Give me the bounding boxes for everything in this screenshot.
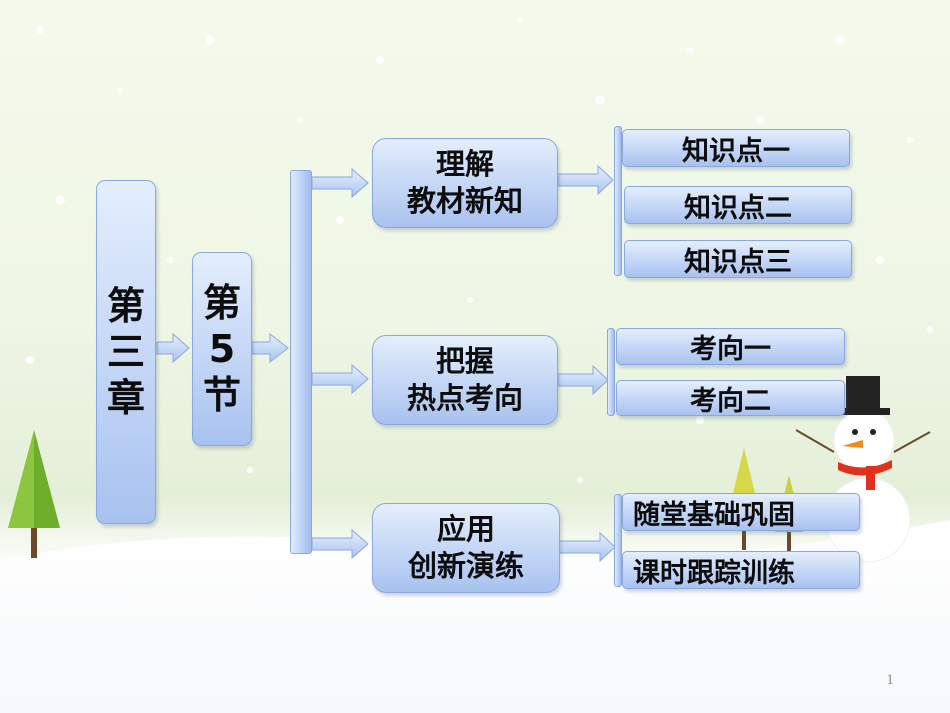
- tree-left: [8, 430, 60, 558]
- points-bracket-bar: [614, 126, 622, 276]
- module-line: 创新演练: [407, 549, 524, 583]
- page-number: 1: [886, 672, 894, 688]
- knowledge-point-2[interactable]: 知识点二: [624, 186, 852, 224]
- exam-direction-2[interactable]: 考向二: [616, 380, 845, 417]
- section-box: 第 5 节: [192, 252, 252, 446]
- snowman: [795, 376, 931, 563]
- directions-bracket-bar: [607, 328, 615, 416]
- connector-arrows: [156, 164, 616, 563]
- practice-in-class[interactable]: 随堂基础巩固: [622, 493, 860, 531]
- chapter-char: 三: [106, 330, 145, 374]
- chapter-char: 章: [106, 376, 145, 420]
- module-line: 应用: [436, 512, 495, 546]
- exam-direction-1[interactable]: 考向一: [616, 328, 845, 365]
- practice-homework[interactable]: 课时跟踪训练: [622, 551, 860, 589]
- module-line: 教材新知: [406, 184, 523, 218]
- module-line: 理解: [435, 147, 494, 181]
- section-char: 第: [202, 281, 241, 325]
- chapter-char: 第: [106, 284, 145, 328]
- module-bracket-bar: [290, 170, 312, 554]
- module-line: 热点考向: [406, 381, 523, 415]
- snowflakes: [26, 17, 933, 483]
- section-char: 5: [208, 327, 236, 371]
- section-char: 节: [202, 373, 241, 417]
- knowledge-point-1[interactable]: 知识点一: [622, 129, 850, 167]
- module-line: 把握: [435, 344, 494, 378]
- knowledge-point-3[interactable]: 知识点三: [624, 240, 852, 278]
- chapter-box: 第 三 章: [96, 180, 156, 524]
- module-apply-box[interactable]: 应用 创新演练: [372, 503, 560, 593]
- module-grasp-box[interactable]: 把握 热点考向: [372, 335, 558, 425]
- practice-bracket-bar: [614, 494, 622, 587]
- module-understand-box[interactable]: 理解 教材新知: [372, 138, 558, 228]
